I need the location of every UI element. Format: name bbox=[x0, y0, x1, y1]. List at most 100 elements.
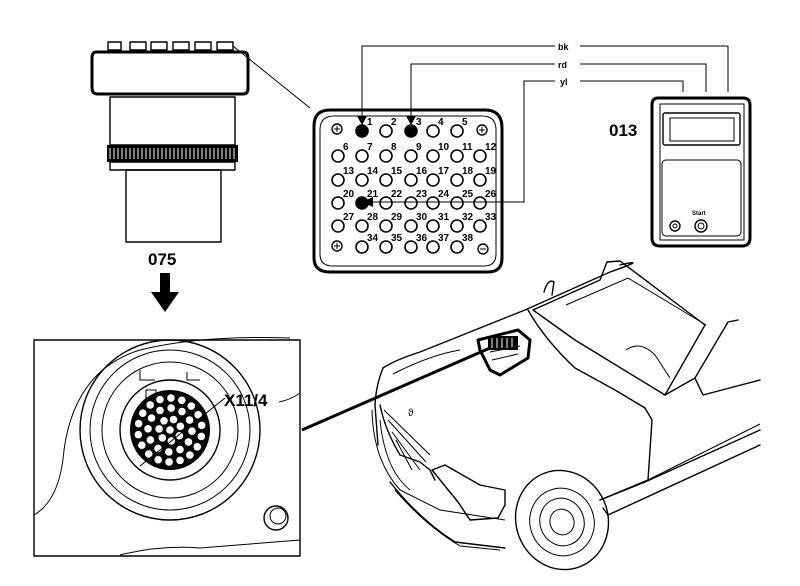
socket-pin bbox=[134, 430, 143, 439]
pin-26 bbox=[473, 196, 487, 210]
socket-pin bbox=[160, 416, 168, 425]
grille bbox=[379, 404, 436, 481]
socket-pin bbox=[178, 396, 186, 405]
pin-number-label: 17 bbox=[438, 166, 450, 177]
pin-15 bbox=[379, 173, 393, 187]
pin-9 bbox=[404, 149, 418, 163]
socket-pin bbox=[176, 456, 184, 465]
socket-pin bbox=[167, 404, 175, 412]
adapter-leader-line bbox=[232, 45, 311, 109]
pin-number-label: 31 bbox=[438, 212, 450, 223]
pin-12 bbox=[473, 149, 487, 163]
socket-pin bbox=[166, 426, 174, 434]
socket-pin bbox=[144, 425, 152, 433]
pin-22 bbox=[379, 196, 393, 210]
pin-number-label: 36 bbox=[416, 233, 428, 244]
pin-number-label: 1 bbox=[367, 117, 373, 128]
pin-29 bbox=[379, 219, 393, 233]
pin-number-label: 11 bbox=[462, 142, 473, 153]
pin-20 bbox=[331, 196, 345, 210]
pin-8 bbox=[379, 149, 393, 163]
pin-28 bbox=[355, 219, 369, 233]
pin-number-label: 37 bbox=[438, 233, 450, 244]
pin-number-label: 28 bbox=[367, 212, 379, 223]
detail-bolt bbox=[263, 505, 289, 531]
pin-10 bbox=[426, 149, 440, 163]
wire-bk-to-tester bbox=[580, 45, 729, 92]
socket-pin bbox=[187, 402, 196, 410]
pin-number-label: 27 bbox=[343, 212, 355, 223]
pin-7 bbox=[355, 149, 369, 163]
wire-rd bbox=[410, 63, 555, 120]
connector-inner-shell bbox=[319, 115, 497, 267]
socket-pin bbox=[176, 422, 185, 431]
pin-number-label: 9 bbox=[416, 142, 422, 153]
pin-number-label: 10 bbox=[438, 142, 450, 153]
socket-pin bbox=[144, 450, 153, 458]
pin-number-label: 18 bbox=[462, 166, 474, 177]
socket-pin bbox=[167, 394, 175, 402]
pin-24 bbox=[426, 196, 440, 210]
connector-outer-shell bbox=[312, 108, 504, 274]
car-diagnostic-socket[interactable] bbox=[476, 328, 532, 377]
socket-pin bbox=[165, 458, 173, 466]
pin-32 bbox=[450, 219, 464, 233]
pin-number-label: 16 bbox=[416, 166, 428, 177]
arrow-pin-3-icon bbox=[406, 116, 416, 125]
socket-pin bbox=[193, 443, 202, 451]
adapter-label: 075 bbox=[148, 250, 176, 269]
front-wheel bbox=[514, 469, 610, 571]
socket-pin bbox=[194, 411, 202, 419]
pin-number-label: 30 bbox=[416, 212, 428, 223]
detail-leader-line bbox=[301, 346, 491, 432]
wire-rd-to-tester bbox=[580, 63, 707, 92]
socket-label: X11/4 bbox=[224, 391, 268, 410]
socket-pin bbox=[138, 409, 147, 417]
pin-35 bbox=[379, 240, 393, 254]
wire-yl bbox=[372, 80, 555, 203]
arrow-pin-1-icon bbox=[357, 116, 367, 125]
pin-17 bbox=[426, 173, 440, 187]
socket-pin bbox=[156, 395, 164, 404]
fender bbox=[599, 407, 653, 501]
pin-number-label: 3 bbox=[416, 117, 422, 128]
socket-pin bbox=[188, 427, 196, 435]
pin-4 bbox=[426, 124, 440, 138]
socket-detail-view: X11/4 bbox=[33, 337, 301, 557]
socket-pin bbox=[158, 434, 167, 442]
pin-number-label: 38 bbox=[462, 233, 474, 244]
side-mirror bbox=[543, 280, 555, 296]
tester-panel bbox=[661, 159, 742, 237]
pin-18 bbox=[450, 173, 464, 187]
test-leads: bk rd yl bbox=[357, 42, 729, 207]
pin-number-label: 7 bbox=[367, 142, 373, 153]
socket-pin bbox=[197, 432, 206, 441]
wire-label-bk: bk bbox=[558, 42, 569, 52]
hood-crease bbox=[527, 309, 646, 409]
screw-icon-bottom-left bbox=[331, 240, 343, 252]
pin-number-label: 12 bbox=[485, 142, 497, 153]
wire-label-rd: rd bbox=[558, 60, 567, 70]
pin-number-label: 21 bbox=[367, 189, 379, 200]
pin-37 bbox=[426, 240, 440, 254]
adapter-collar bbox=[109, 161, 236, 171]
socket-pin bbox=[156, 406, 164, 415]
adapter-knurled-ring bbox=[107, 145, 238, 162]
start-button[interactable] bbox=[694, 219, 708, 233]
socket-pin bbox=[154, 455, 162, 464]
socket-pin bbox=[176, 445, 184, 454]
pin-38 bbox=[450, 240, 464, 254]
screw-icon-top-left bbox=[331, 123, 343, 135]
socket-pin bbox=[134, 419, 143, 428]
socket-pin bbox=[185, 416, 194, 424]
pin-number-label: 6 bbox=[343, 142, 349, 153]
wheel-hub bbox=[549, 508, 575, 536]
pin-number-label: 15 bbox=[391, 166, 403, 177]
start-button-label: Start bbox=[692, 211, 706, 217]
wire-bk bbox=[361, 45, 555, 120]
pin-number-label: 5 bbox=[462, 117, 468, 128]
socket-pin bbox=[165, 448, 173, 456]
pin-25 bbox=[450, 196, 464, 210]
